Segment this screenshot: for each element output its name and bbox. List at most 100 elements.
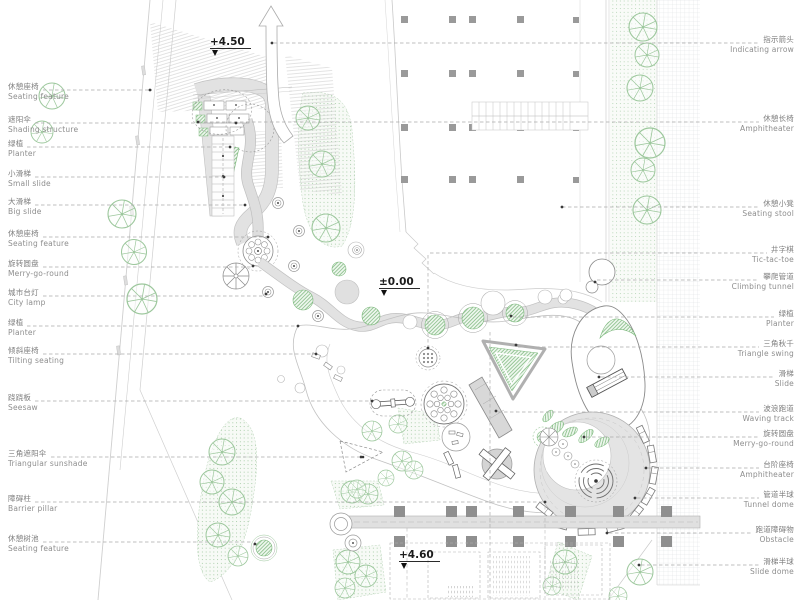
lower-rooms	[389, 542, 611, 600]
building-columns	[401, 16, 579, 183]
label-text-en: Barrier pillar	[8, 503, 58, 513]
spoked-wheel	[539, 427, 559, 447]
label-text-en: Seesaw	[8, 402, 38, 412]
label-text-en: Tunnel dome	[743, 499, 794, 509]
label-text-en: Triangular sunshade	[8, 458, 88, 468]
label-text-en: Big slide	[8, 206, 42, 216]
label-text-cn: 障碍柱	[8, 494, 32, 503]
label-text-en: Merry-go-round	[733, 438, 794, 448]
label-text-cn: 井字棋	[770, 245, 794, 254]
cross-climber	[478, 447, 516, 481]
label-text-cn: 休憩小凳	[763, 199, 794, 208]
label-text-en: Tilting seating	[8, 355, 65, 365]
indicating-arrow	[258, 5, 294, 144]
climbing-tunnel	[559, 258, 616, 302]
label-text-cn: 倾斜座椅	[8, 346, 39, 355]
label-text-cn: 跑道障碍物	[755, 525, 794, 534]
merry-go-round-left	[237, 230, 279, 272]
label-text-en: Waving track	[742, 413, 794, 423]
label-text-cn: 绿植	[8, 139, 24, 148]
elevation-marker-2: ±0.00	[379, 276, 420, 289]
label-text-cn: 台阶座椅	[763, 460, 794, 469]
elevation-triangle-1	[212, 50, 218, 56]
label-text-cn: 攀爬管道	[763, 272, 794, 281]
small-slide-stairs	[211, 135, 235, 217]
label-text-en: Planter	[8, 327, 36, 337]
label-text-en: Planter	[766, 318, 794, 328]
label-text-cn: 三角遮阳伞	[8, 449, 47, 458]
label-text-en: Tic-tac-toe	[752, 254, 794, 264]
elevation-value: +4.60	[399, 549, 434, 561]
equipment	[311, 258, 646, 481]
seesaw	[369, 389, 417, 417]
city-lamp	[222, 262, 250, 290]
label-text-en: Climbing tunnel	[731, 281, 794, 291]
running-ring	[533, 409, 659, 536]
label-text-cn: 遮阳伞	[8, 115, 32, 124]
label-text-en: Indicating arrow	[730, 44, 794, 54]
label-text-cn: 小滑梯	[8, 169, 32, 178]
seating-stools	[551, 439, 580, 469]
label-text-en: Planter	[8, 148, 36, 158]
leaf-planters	[542, 409, 610, 448]
bottom-walkway	[329, 506, 701, 600]
slide-teardrop	[570, 305, 646, 430]
staircase	[471, 101, 589, 131]
label-text-cn: 大滑梯	[8, 197, 32, 206]
label-text-en: Seating feature	[8, 543, 69, 553]
label-text-cn: 旋转圆盘	[763, 429, 794, 438]
label-text-en: Triangle swing	[737, 348, 794, 358]
label-text-cn: 城市台灯	[8, 288, 39, 297]
label-text-en: Seating feature	[8, 91, 69, 101]
label-text-en: Slide	[774, 378, 794, 388]
label-text-en: Obstacle	[759, 534, 794, 544]
label-text-en: Amphitheater	[740, 469, 794, 479]
label-text-cn: 波浪跑道	[763, 404, 794, 413]
label-text-cn: 休憩长椅	[763, 114, 794, 123]
label-text-en: City lamp	[8, 297, 46, 307]
elevation-triangle-2	[381, 290, 387, 296]
tic-tac-toe-table	[415, 345, 441, 371]
leader-lines	[27, 42, 774, 598]
tilting-seats	[311, 352, 343, 382]
planter-circles	[250, 241, 569, 562]
elevation-value: +4.50	[210, 36, 245, 48]
label-text-cn: 休憩座椅	[8, 229, 39, 238]
label-text-cn: 绿植	[8, 318, 24, 327]
amphitheater-benches	[192, 100, 250, 137]
label-text-cn: 指示箭头	[763, 35, 794, 44]
label-text-cn: 滑梯半球	[763, 557, 794, 566]
label-text-cn: 休憩树池	[8, 534, 39, 543]
elevation-marker-3: +4.60	[399, 549, 440, 562]
seat-circle	[441, 422, 471, 479]
elevation-marker-1: +4.50	[210, 36, 251, 49]
label-text-en: Merry-go-round	[8, 268, 69, 278]
label-text-cn: 三角秋千	[763, 339, 794, 348]
